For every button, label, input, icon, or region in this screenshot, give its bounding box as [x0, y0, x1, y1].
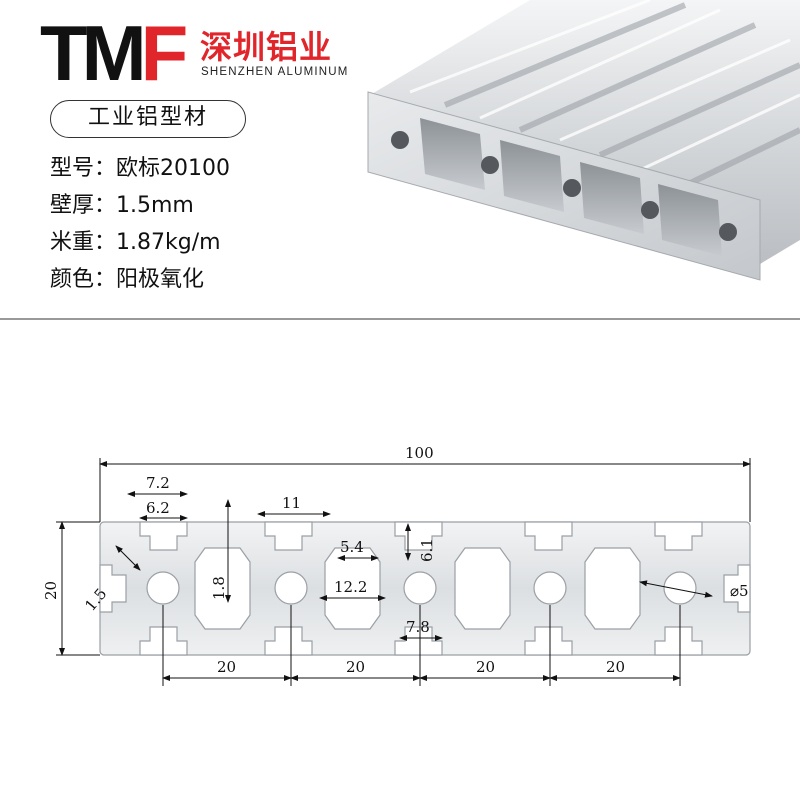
- spec-label: 壁厚：: [50, 193, 117, 218]
- dim-overall-width: 100: [405, 444, 434, 462]
- product-photo: [367, 0, 800, 281]
- brand-name-en: SHENZHEN ALUMINUM: [201, 66, 349, 78]
- cavities: [194, 547, 641, 630]
- brand-logo: TMF: [40, 14, 188, 92]
- dim-cavity-width: 12.2: [334, 578, 367, 596]
- top-slots: [139, 521, 703, 551]
- spec-value: 1.87kg/m: [116, 230, 221, 255]
- dim-hole: ⌀5: [730, 582, 749, 600]
- dim-neck: 7.8: [406, 618, 430, 636]
- spec-row-color: 颜色：阳极氧化: [50, 261, 230, 298]
- category-badge: 工业铝型材: [50, 100, 246, 138]
- logo-letter-t: T: [40, 9, 88, 97]
- spec-value: 阳极氧化: [116, 267, 205, 292]
- dim-slot-inner: 6.2: [146, 499, 170, 517]
- spec-row-weight: 米重：1.87kg/m: [50, 224, 230, 261]
- spec-value: 1.5mm: [116, 193, 194, 218]
- spec-label: 型号：: [50, 156, 117, 181]
- dim-height: 20: [42, 581, 60, 600]
- spec-list: 型号：欧标20100 壁厚：1.5mm 米重：1.87kg/m 颜色：阳极氧化: [50, 150, 230, 298]
- section-divider: [0, 318, 800, 320]
- dim-slot-top: 11: [282, 494, 301, 512]
- logo-letter-f: F: [140, 9, 189, 97]
- bottom-slots: [139, 626, 703, 656]
- spec-row-wall: 壁厚：1.5mm: [50, 187, 230, 224]
- spec-row-model: 型号：欧标20100: [50, 150, 230, 187]
- brand-name-cn: 深圳铝业: [200, 28, 333, 66]
- dim-slot-outer: 7.2: [146, 474, 170, 492]
- logo-letter-m: M: [81, 9, 147, 97]
- dim-slot-depth: 6.1: [418, 538, 436, 562]
- spec-label: 米重：: [50, 230, 117, 255]
- dim-lip: 5.4: [340, 538, 364, 556]
- end-slots: [99, 564, 751, 613]
- dim-pitch-1: 20: [217, 658, 236, 676]
- dim-pitch-3: 20: [476, 658, 495, 676]
- spec-value: 欧标20100: [116, 156, 231, 181]
- dim-pitch-2: 20: [346, 658, 365, 676]
- spec-label: 颜色：: [50, 267, 117, 292]
- profile-drawing: 100 20 7.2 6.2 11 1.5 1.8 5.4 6.1 12.2 7…: [42, 444, 751, 686]
- dim-core-depth: 1.8: [210, 576, 228, 600]
- dim-pitch-4: 20: [606, 658, 625, 676]
